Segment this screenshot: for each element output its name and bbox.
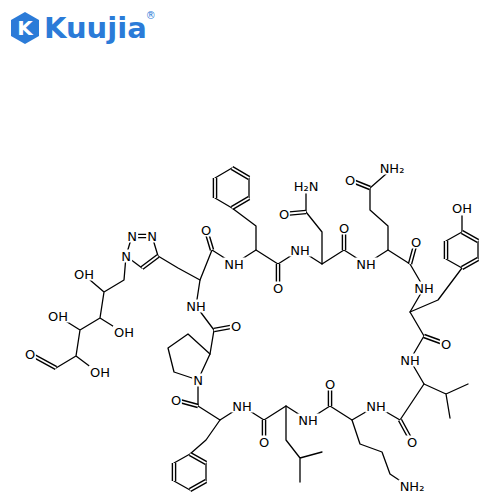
single-bonds bbox=[56, 168, 478, 490]
atom-label: NH bbox=[297, 414, 319, 427]
atom-label: NH bbox=[355, 258, 377, 271]
atom-label: NH bbox=[365, 400, 387, 413]
atom-label: O bbox=[344, 174, 356, 187]
atom-label: NH bbox=[223, 258, 245, 271]
atom-label: OH bbox=[73, 268, 95, 281]
atom-label: NH₂ bbox=[379, 162, 406, 175]
atom-label: O bbox=[272, 282, 284, 295]
atom-label: OH bbox=[451, 202, 473, 215]
atom-label: O bbox=[406, 436, 418, 449]
atom-label: NH bbox=[289, 244, 311, 257]
atom-label: O bbox=[410, 236, 422, 249]
atom-label: O bbox=[230, 320, 242, 333]
atom-label: NH bbox=[185, 300, 207, 313]
atom-label: NH₂ bbox=[399, 480, 426, 493]
atom-label: OH bbox=[47, 310, 69, 323]
atom-label: N bbox=[192, 374, 204, 387]
logo-word: Kuujia bbox=[44, 14, 147, 43]
atom-label: O bbox=[200, 224, 212, 237]
atom-label: NH bbox=[413, 282, 435, 295]
atom-label: O bbox=[24, 348, 36, 361]
atom-label: O bbox=[324, 378, 336, 391]
logo-letter: K bbox=[17, 18, 33, 38]
atom-label: O bbox=[440, 338, 452, 351]
atom-label: OH bbox=[113, 326, 135, 339]
atom-label: NH bbox=[231, 400, 253, 413]
logo-mark: ® bbox=[146, 11, 156, 21]
logo-icon bbox=[11, 12, 39, 44]
atom-label: O bbox=[258, 436, 270, 449]
atom-label: NH bbox=[399, 354, 421, 367]
double-bonds bbox=[34, 168, 478, 490]
atom-label: N bbox=[126, 230, 138, 243]
atom-label: N bbox=[146, 230, 158, 243]
atom-label: N bbox=[120, 250, 132, 263]
atom-label: H₂N bbox=[293, 180, 320, 193]
atom-label: OH bbox=[89, 366, 111, 379]
atom-label: O bbox=[338, 222, 350, 235]
atom-label: O bbox=[170, 394, 182, 407]
atom-label: O bbox=[278, 208, 290, 221]
